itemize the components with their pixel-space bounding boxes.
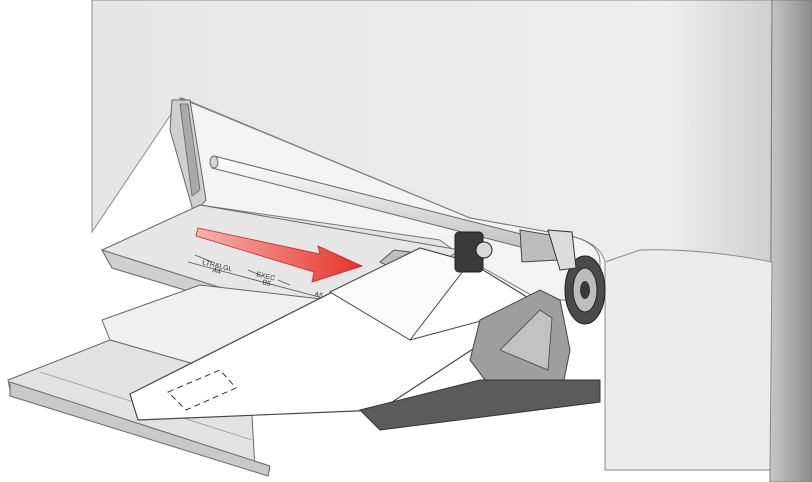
envelope-stamp-area — [167, 369, 237, 411]
label-a4: A4 — [212, 267, 222, 276]
lower-mechanism — [359, 379, 601, 431]
printer-side-panel — [769, 0, 812, 482]
roller-rod-end — [209, 155, 219, 169]
label-exec: EXEC — [256, 271, 276, 282]
right-guide-highlight — [499, 309, 553, 371]
gear-wheel-icon — [564, 255, 606, 325]
left-frame-inner — [179, 103, 201, 197]
side-latch — [547, 229, 577, 271]
direction-arrow-icon — [195, 227, 364, 283]
feeder-opening — [179, 97, 601, 301]
tray-extension-lip — [9, 381, 271, 477]
label-a5: A5 — [314, 291, 324, 300]
printer-front-lower — [604, 249, 773, 471]
label-b5: B5 — [262, 279, 272, 288]
roller-hub — [475, 241, 493, 259]
